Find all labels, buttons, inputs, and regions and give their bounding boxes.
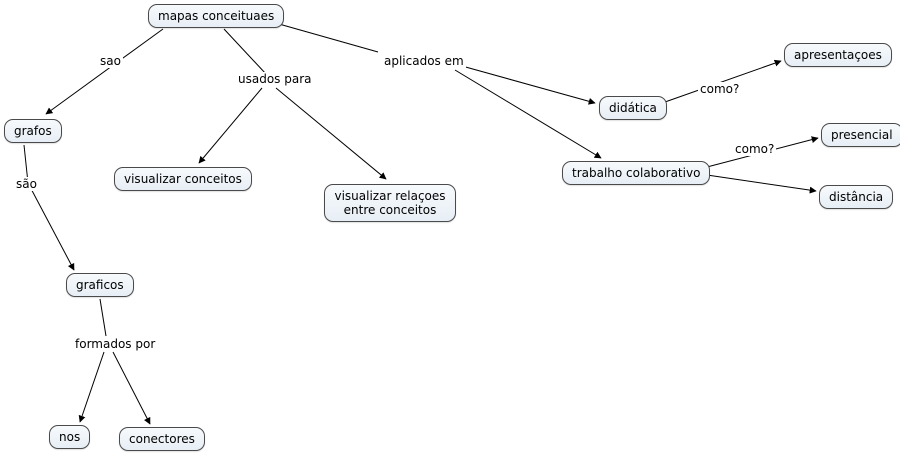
edge-root-grafos bbox=[45, 28, 164, 115]
linking-phrase-formados-por[interactable]: formados por bbox=[73, 337, 158, 351]
edge-root-aplicados-em bbox=[278, 23, 379, 53]
node-grafos[interactable]: grafos bbox=[4, 119, 62, 143]
node-apresentacoes[interactable]: apresentaçoes bbox=[784, 43, 892, 67]
node-distancia[interactable]: distância bbox=[819, 185, 894, 209]
node-conectores[interactable]: conectores bbox=[119, 427, 205, 451]
node-didatica[interactable]: didática bbox=[599, 96, 667, 120]
edge-aplicados-trabalho bbox=[454, 69, 602, 159]
node-nos[interactable]: nos bbox=[49, 425, 91, 449]
edge-aplicados-didatica bbox=[461, 65, 596, 105]
node-graficos[interactable]: graficos bbox=[66, 273, 134, 297]
edge-usados-visualizar-conceitos bbox=[198, 87, 263, 164]
linking-phrase-sao[interactable]: sao bbox=[98, 54, 123, 68]
node-visualizar-conceitos[interactable]: visualizar conceitos bbox=[114, 167, 252, 191]
node-mapas-conceituaes[interactable]: mapas conceituaes bbox=[148, 4, 285, 28]
edge-graficos-formados bbox=[99, 298, 107, 337]
edge-usados-visualizar-relacoes bbox=[275, 87, 387, 180]
linking-phrase-usados-para[interactable]: usados para bbox=[236, 72, 314, 86]
node-presencial[interactable]: presencial bbox=[821, 123, 900, 147]
edge-trabalho-distancia bbox=[706, 174, 817, 194]
node-trabalho-colaborativo[interactable]: trabalho colaborativo bbox=[562, 161, 711, 185]
edge-sao-graficos bbox=[27, 182, 75, 271]
node-visualizar-relacoes[interactable]: visualizar relaçoes entre conceitos bbox=[324, 184, 456, 222]
edge-formados-conectores bbox=[112, 351, 151, 425]
linking-phrase-sao2[interactable]: são bbox=[14, 177, 39, 191]
linking-phrase-como-2[interactable]: como? bbox=[733, 142, 777, 156]
edge-root-usados-para bbox=[223, 28, 267, 75]
edge-formados-nos bbox=[78, 351, 105, 423]
linking-phrase-como-1[interactable]: como? bbox=[698, 82, 742, 96]
linking-phrase-aplicados-em[interactable]: aplicados em bbox=[382, 54, 466, 68]
